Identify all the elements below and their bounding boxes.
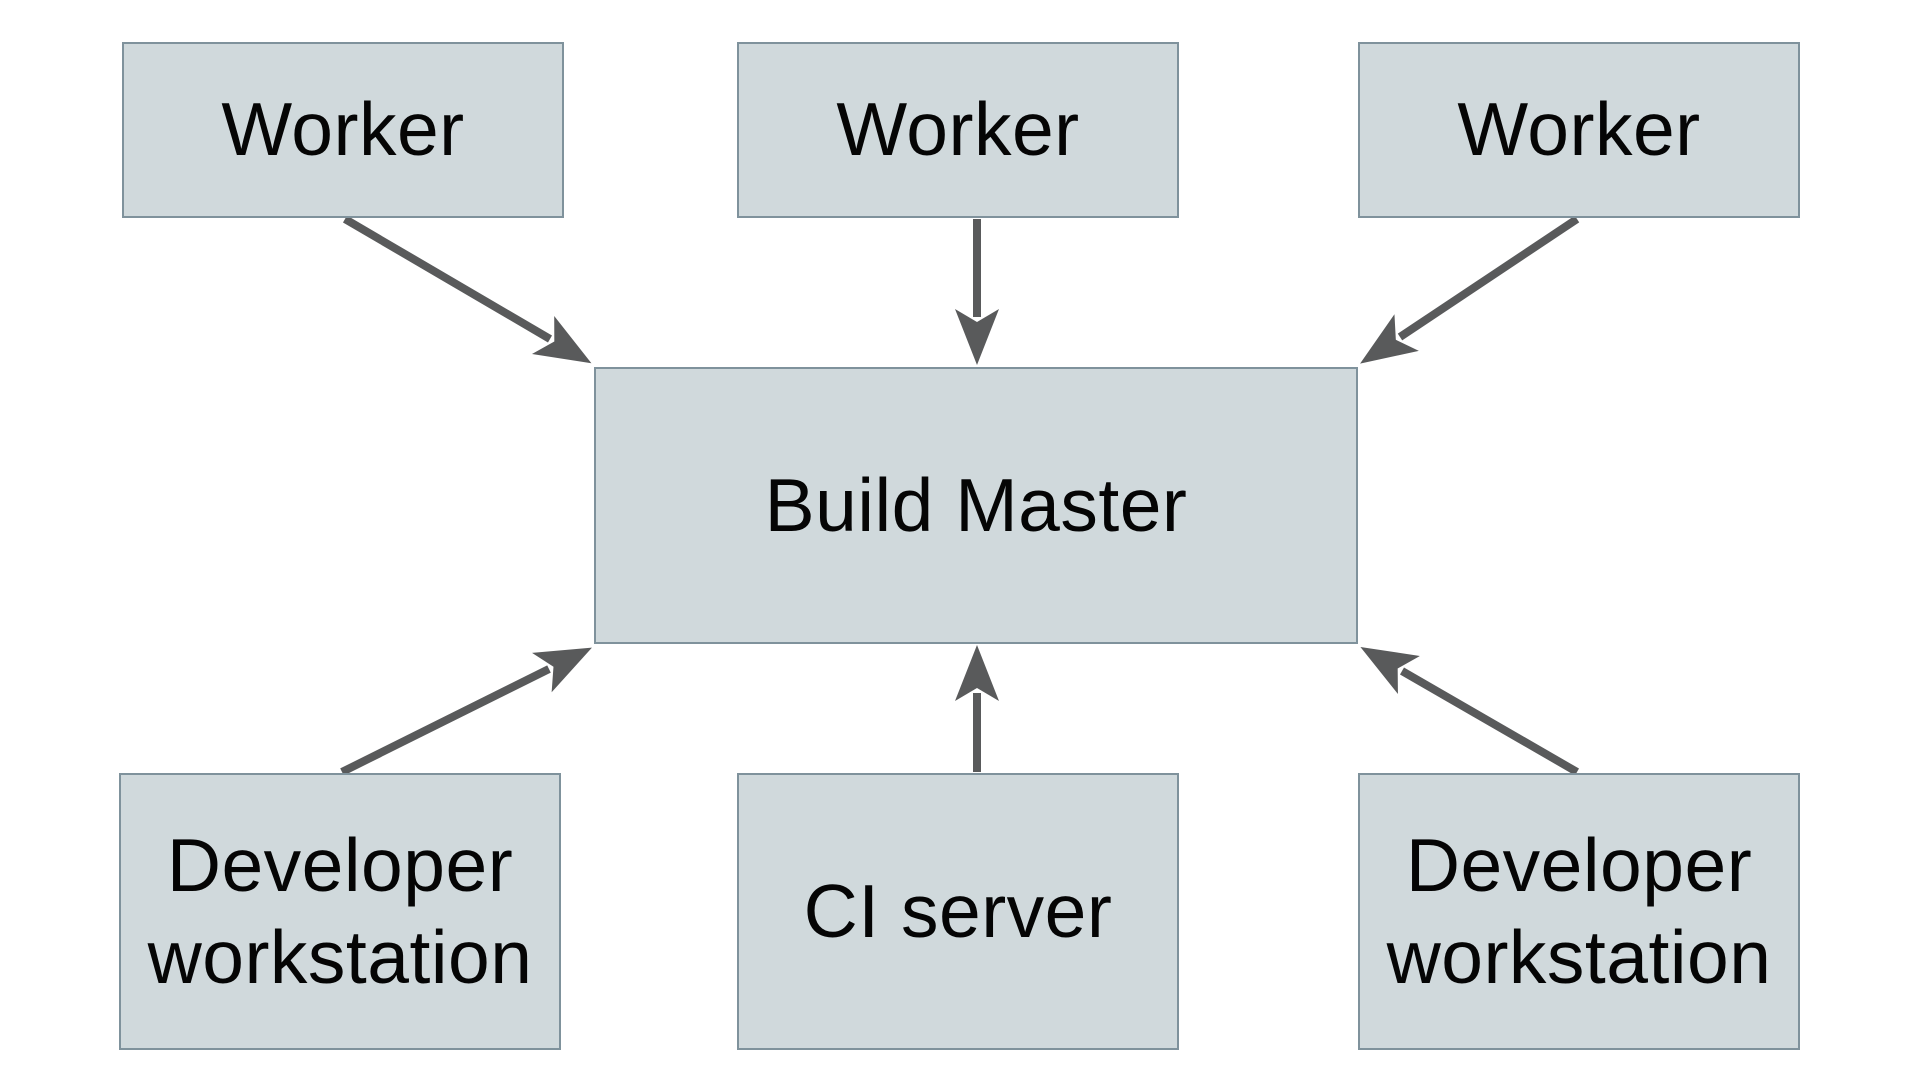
node-worker-3-label: Worker (1457, 87, 1701, 172)
edge-devworkstation-left-to-buildmaster (340, 647, 592, 776)
edge-worker1-to-buildmaster (342, 215, 592, 364)
node-build-master: Build Master (594, 367, 1358, 644)
node-developer-workstation-right-label: Developer workstation (1386, 823, 1772, 999)
node-ci-server-label: CI server (803, 868, 1113, 953)
node-worker-3: Worker (1358, 42, 1800, 218)
edge-worker3-to-buildmaster (1360, 215, 1580, 364)
edge-devworkstation-right-to-buildmaster (1360, 647, 1579, 776)
node-worker-2: Worker (737, 42, 1179, 218)
node-worker-1-label: Worker (221, 87, 465, 172)
node-worker-1: Worker (122, 42, 564, 218)
node-worker-2-label: Worker (836, 87, 1080, 172)
node-developer-workstation-left: Developer workstation (119, 773, 561, 1050)
node-developer-workstation-right: Developer workstation (1358, 773, 1800, 1050)
node-developer-workstation-left-label: Developer workstation (147, 823, 533, 999)
node-ci-server: CI server (737, 773, 1179, 1050)
node-build-master-label: Build Master (764, 462, 1188, 547)
